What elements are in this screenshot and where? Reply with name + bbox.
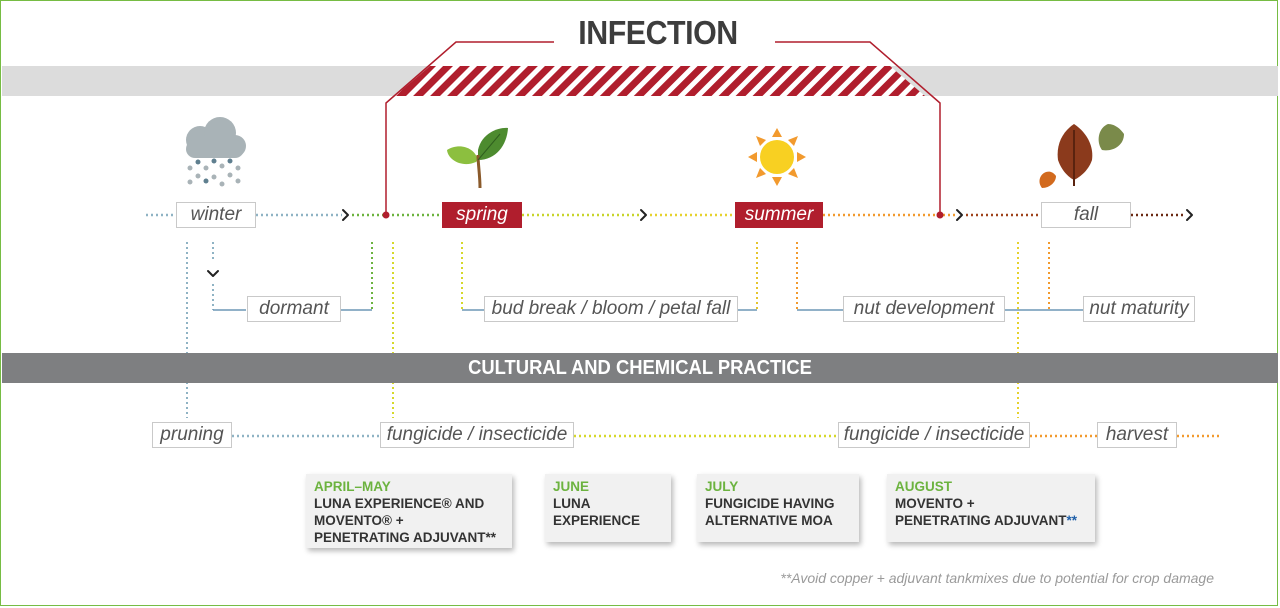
card-month: JULY [705,479,739,494]
card-line: ALTERNATIVE MOA [705,513,833,528]
card-line-text: PENETRATING ADJUVANT [895,513,1067,528]
footnote-marker: ** [1066,513,1078,528]
chevron-right-icon [956,209,963,221]
card-line: LUNA [553,496,591,511]
season-summer-label: summer [735,202,823,228]
autumn-leaves-icon [1039,124,1124,188]
leaf-icon [447,127,508,189]
chevron-right-icon [1186,209,1193,221]
chevron-right-icon [640,209,647,221]
infection-hatch-bar [395,66,925,96]
season-spring-label: spring [442,202,522,228]
card-line: MOVENTO + [895,496,975,511]
card-line: FUNGICIDE HAVING [705,496,835,511]
card-august: AUGUST MOVENTO + PENETRATING ADJUVANT** [887,474,1095,542]
practice-fungicide-1: fungicide / insecticide [380,422,574,448]
stage-dormant: dormant [247,296,341,322]
stage-bud-break: bud break / bloom / petal fall [484,296,738,322]
card-line: MOVENTO® + [314,513,404,528]
infection-end-dot [936,211,944,219]
card-month: AUGUST [895,479,952,494]
footnote: **Avoid copper + adjuvant tankmixes due … [780,570,1214,586]
season-fall-label: fall [1041,202,1131,228]
snow-cloud-icon [186,117,246,187]
season-winter-label: winter [176,202,256,228]
sun-icon [748,128,806,186]
stage-nut-maturity: nut maturity [1083,296,1195,322]
card-line: LUNA EXPERIENCE® AND [314,496,485,511]
practice-pruning: pruning [152,422,232,448]
card-line: EXPERIENCE [553,513,641,528]
card-june: JUNE LUNA EXPERIENCE [545,474,671,542]
infection-start-dot [382,211,390,219]
stage-nut-development: nut development [843,296,1005,322]
infection-bracket-left [385,41,554,214]
card-line: PENETRATING ADJUVANT** [314,530,497,545]
card-line: PENETRATING ADJUVANT** [895,512,1087,529]
practice-fungicide-2: fungicide / insecticide [838,422,1030,448]
card-april-may: APRIL–MAY LUNA EXPERIENCE® AND MOVENTO® … [306,474,512,548]
chevron-right-icon [342,209,349,221]
practice-band [2,353,1278,383]
infection-bracket-right [775,41,941,214]
card-july: JULY FUNGICIDE HAVING ALTERNATIVE MOA [697,474,859,542]
practice-harvest: harvest [1097,422,1177,448]
infection-title: INFECTION [578,14,738,51]
practice-band-label: CULTURAL AND CHEMICAL PRACTICE [468,357,812,379]
card-month: APRIL–MAY [314,479,391,494]
chevron-down-icon [207,270,219,277]
card-month: JUNE [553,479,590,494]
